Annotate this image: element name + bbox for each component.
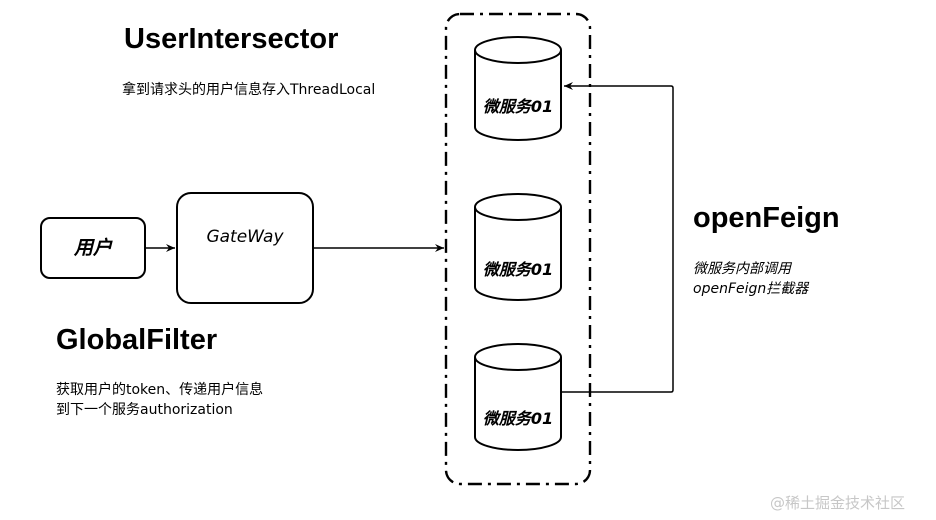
watermark-text: @稀土掘金技术社区 [770, 494, 906, 512]
microservice-cylinder-1 [474, 36, 562, 141]
microservice-label-2: 微服务01 [482, 260, 554, 279]
microservice-group-container [444, 12, 592, 486]
user-box-label: 用户 [73, 237, 112, 259]
global-filter-title: GlobalFilter [56, 324, 218, 356]
interceptor-title: UserIntersector [124, 23, 339, 55]
arrow-openfeign-loop [562, 82, 674, 393]
global-filter-description-line-1: 获取用户的token、传递用户信息 [56, 382, 264, 398]
openfeign-description-line-1: 微服务内部调用 [693, 261, 791, 277]
microservice-cylinder-3 [474, 343, 562, 451]
gateway-box-label: GateWay [206, 227, 284, 247]
gateway-box [176, 192, 314, 304]
openfeign-title: openFeign [693, 202, 840, 234]
microservice-cylinder-2 [474, 193, 562, 301]
user-box [40, 217, 146, 279]
openfeign-description-line-2: openFeign拦截器 [693, 281, 809, 297]
microservice-label-3: 微服务01 [482, 409, 554, 428]
global-filter-description-line-2: 到下一个服务authorization [56, 402, 233, 418]
interceptor-description: 拿到请求头的用户信息存入ThreadLocal [122, 82, 376, 98]
microservice-label-1: 微服务01 [482, 97, 554, 116]
